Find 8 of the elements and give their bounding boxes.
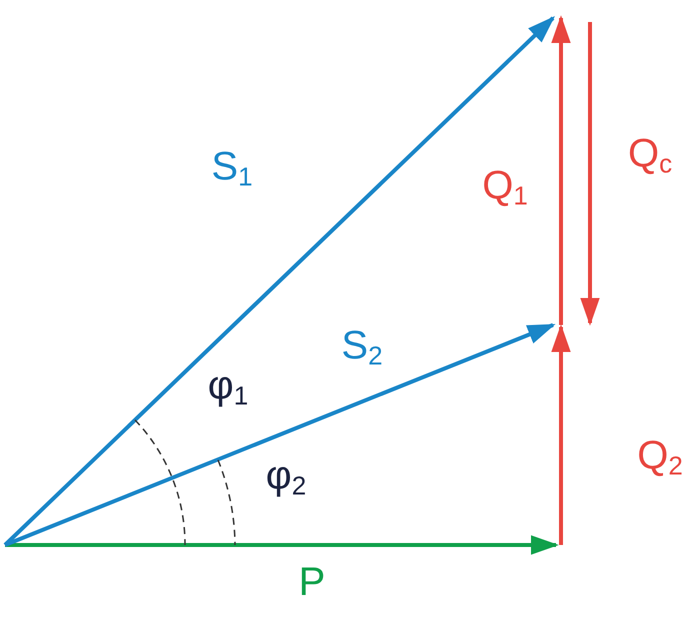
angle-label: φ$_{1}$ [208, 366, 248, 408]
vector-label: Q$_{c}$ [628, 134, 672, 176]
vector-label: S$_{1}$ [211, 146, 253, 190]
vector-label: Q$_{2}$ [637, 436, 683, 478]
vector-label: S$_{2}$ [341, 326, 383, 368]
vector-label: Q$_{1}$ [482, 166, 528, 208]
vector-label: P [298, 562, 326, 602]
angle-label: φ$_{2}$ [266, 456, 306, 498]
